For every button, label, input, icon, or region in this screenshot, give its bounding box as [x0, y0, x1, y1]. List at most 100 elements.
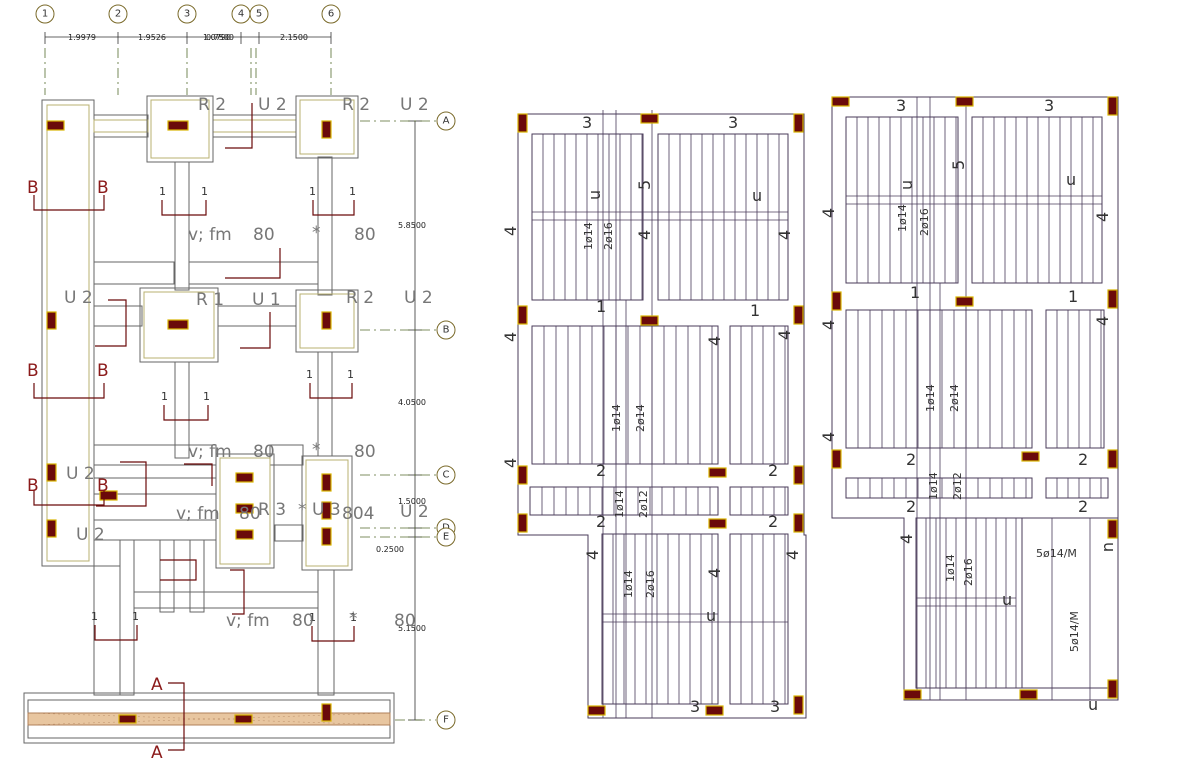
mark-r-4-c: 4: [819, 432, 838, 442]
footings: [46, 95, 359, 724]
mark-r-1-b: 1: [1068, 287, 1078, 306]
rebar-r-2012-a: 2ø12: [951, 472, 964, 500]
column-left-d: [46, 519, 57, 538]
rebar-1014-b: 1ø14: [610, 404, 623, 432]
dim-c-d: 1.5000: [398, 497, 426, 506]
section-1-a: 1: [159, 185, 166, 198]
mark-r-4-f: 4: [897, 534, 916, 544]
mark-5-a: 5: [635, 180, 654, 190]
column-r3-a: [235, 472, 254, 483]
grid-col-5: 5: [256, 9, 262, 20]
label-80-3: 80: [253, 442, 275, 462]
column-u3-a: [321, 473, 332, 492]
slab-columns-middle: [517, 113, 804, 716]
section-1-e: 1: [161, 390, 168, 403]
dim-3-4: 1.0790: [203, 33, 231, 42]
mark-3-d: 3: [770, 697, 780, 716]
dim-2-3: 1.9526: [138, 33, 166, 42]
foundation-plan: 1 2 3 4 5 6 1.9979 1.9526 1.0790 0.7500: [23, 4, 456, 763]
mark-u-c: u: [706, 606, 716, 625]
section-1-h: 1: [347, 368, 354, 381]
label-u1: U 1: [252, 290, 281, 310]
column-r3-c: [235, 529, 254, 540]
mark-r-u-d: u: [1088, 695, 1098, 714]
mark-r-u-c: u: [1002, 590, 1012, 609]
rebar-1014-c: 1ø14: [613, 490, 626, 518]
column-f-2: [234, 714, 253, 724]
mark-r-1-a: 1: [910, 283, 920, 302]
mark-r-3-a: 3: [896, 96, 906, 115]
grid-row-b: B: [443, 325, 450, 336]
label-u2-c: U 2: [404, 288, 433, 308]
rebar-2016-a: 2ø16: [602, 222, 615, 250]
mark-1-a: 1: [596, 297, 606, 316]
section-1-b: 1: [201, 185, 208, 198]
dim-3-4-overlap: 0.7500: [206, 33, 234, 42]
label-vfm-2: v; fm: [188, 442, 232, 462]
label-u2-b: U 2: [400, 95, 429, 115]
mark-r-2-c: 2: [906, 497, 916, 516]
label-u2-left: U 2: [64, 288, 93, 308]
slab-plan-right: 3 3 1 1 2 2 2 2 4 4 4 5 4 4 4 u u u u u …: [819, 96, 1119, 714]
rebar-2014-a: 2ø14: [634, 404, 647, 432]
column-f-1: [118, 714, 137, 724]
mark-4-e: 4: [775, 230, 794, 240]
column-r2-a: [167, 120, 189, 131]
dim-1-2: 1.9979: [68, 33, 96, 42]
mark-3-a: 3: [582, 113, 592, 132]
rebar-r-1014-d: 1ø14: [944, 554, 957, 582]
mark-r-2-a: 2: [906, 450, 916, 469]
dim-b-c: 4.0500: [398, 398, 426, 407]
rebar-r-2016-b: 2ø16: [962, 558, 975, 586]
mark-r-u-a: u: [897, 180, 916, 190]
label-star-1: *: [312, 223, 321, 243]
section-b-right-1: B: [97, 178, 109, 198]
section-1-l: 1: [350, 611, 357, 624]
grid-row-a: A: [443, 116, 450, 127]
slab-marks-right: 3 3 1 1 2 2 2 2 4 4 4 5 4 4 4 u u u u u …: [819, 96, 1119, 714]
section-b-left-1: B: [27, 178, 39, 198]
section-b-left-2: B: [27, 361, 39, 381]
column-left-b: [46, 311, 57, 330]
mark-u-b: u: [752, 186, 762, 205]
label-u2-d: U 2: [66, 464, 95, 484]
label-vfm-3: v; fm: [176, 504, 220, 524]
rebar-2016-b: 2ø16: [644, 570, 657, 598]
column-left-a: [46, 120, 65, 131]
label-r1: R 1: [196, 290, 224, 310]
column-r3-b: [235, 503, 254, 514]
section-1-j: 1: [132, 610, 139, 623]
section-b-left-3: B: [27, 476, 39, 496]
label-r2-a: R 2: [198, 95, 226, 115]
dim-5-6: 2.1500: [280, 33, 308, 42]
column-f-3: [321, 703, 332, 722]
label-u2-a: U 2: [258, 95, 287, 115]
rebar-1014-a: 1ø14: [582, 222, 595, 250]
section-a-bottom: A: [151, 743, 163, 763]
mark-4-g: 4: [705, 336, 724, 346]
grid-row-e: E: [443, 532, 449, 543]
grid-row-c: C: [443, 470, 450, 481]
mark-4-c: 4: [501, 458, 520, 468]
slab-columns-right: [831, 96, 1118, 700]
mark-r-4-b: 4: [819, 320, 838, 330]
mark-u-a: u: [585, 190, 604, 200]
right-dimension-line: 5.8500 4.0500 1.5000 0.2500 5.1500 A B C…: [360, 111, 456, 730]
beam-outlines: [23, 99, 395, 744]
mark-4-j: 4: [783, 550, 802, 560]
mark-r-2-b: 2: [1078, 450, 1088, 469]
mark-r-4-e: 4: [1093, 316, 1112, 326]
rebar-r-5014m-b: 5ø14/M: [1068, 611, 1081, 652]
column-left-c: [46, 463, 57, 482]
mark-r-2-d: 2: [1078, 497, 1088, 516]
mark-r-4-a: 4: [819, 208, 838, 218]
mark-r-5-a: 5: [949, 160, 968, 170]
mark-4-b: 4: [501, 332, 520, 342]
label-star-3: *: [298, 500, 307, 520]
mark-4-i: 4: [583, 550, 602, 560]
section-a-top: A: [151, 675, 163, 695]
top-dimension-line: 1.9979 1.9526 1.0790 0.7500 2.1500: [44, 32, 332, 95]
mark-4-a: 4: [501, 226, 520, 236]
mark-2-a: 2: [596, 461, 606, 480]
